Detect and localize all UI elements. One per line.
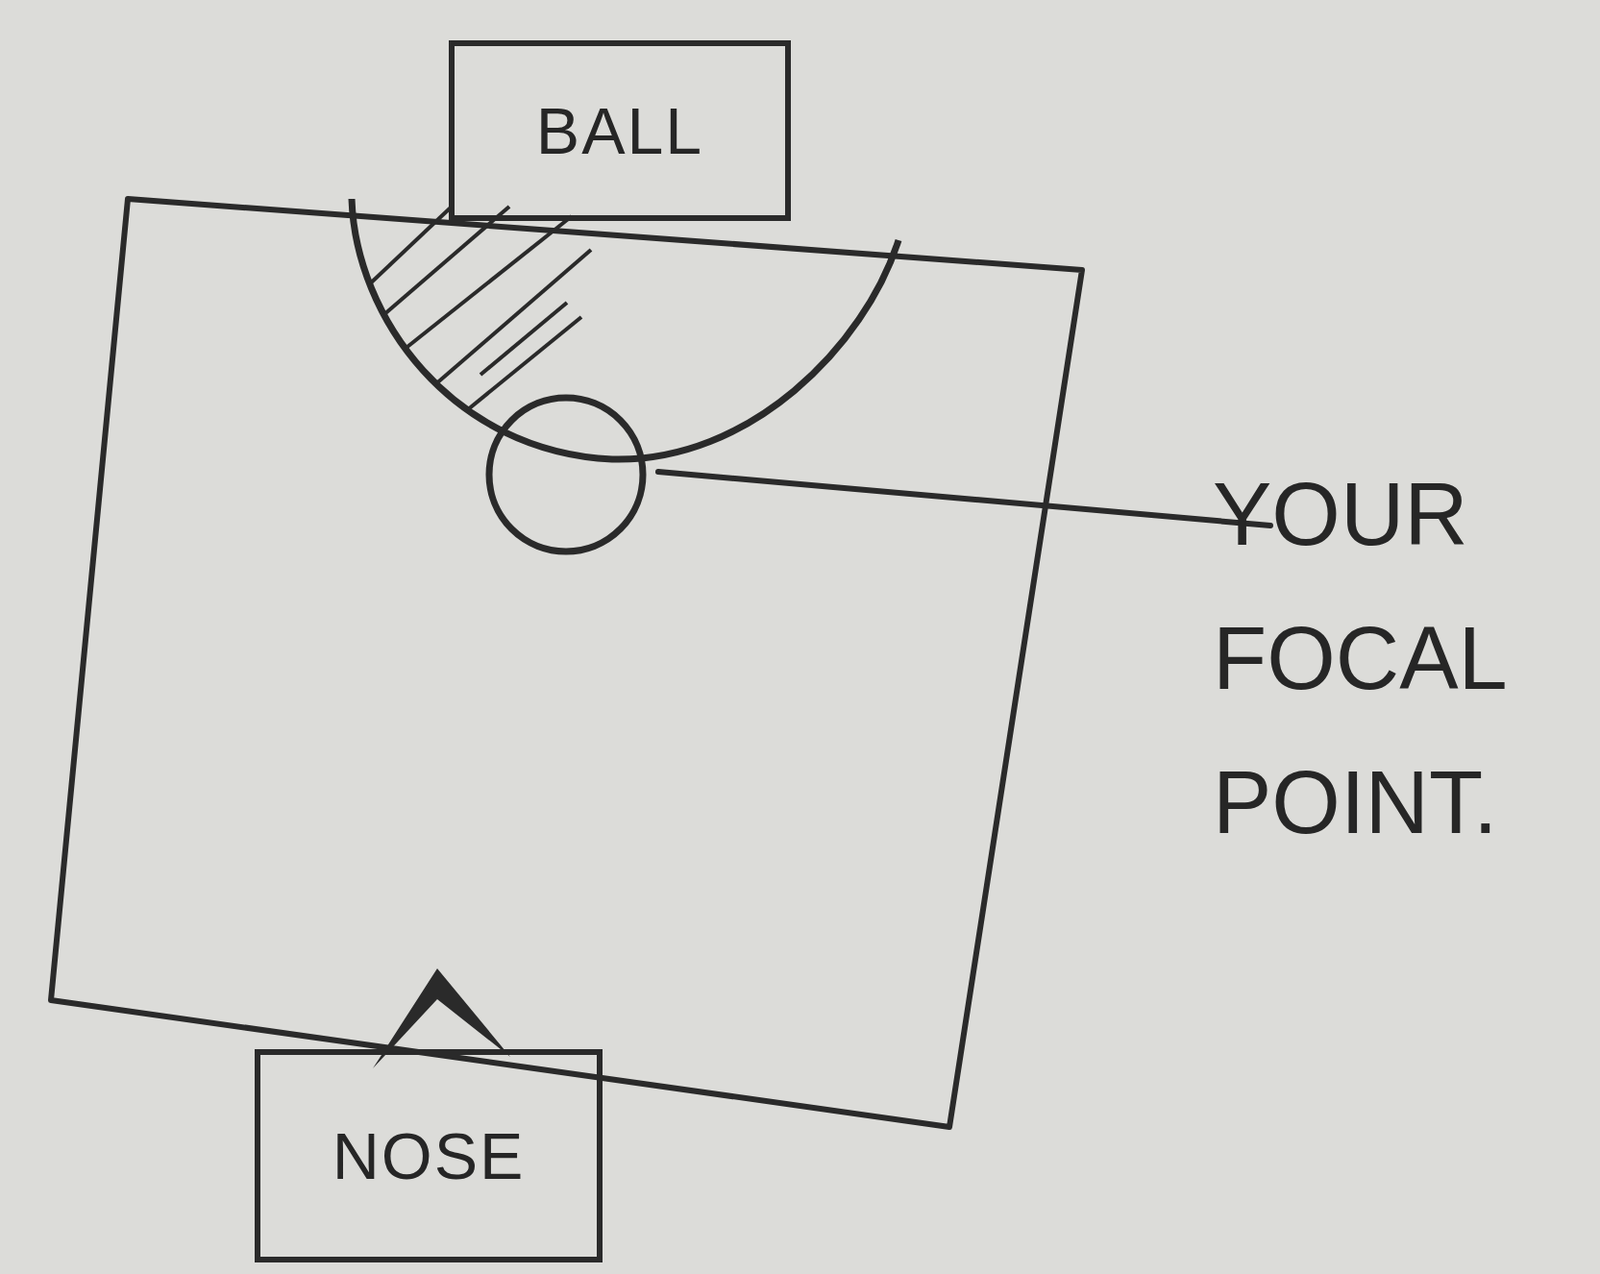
focal-circle [489, 397, 643, 552]
box-label: BALL [536, 93, 704, 169]
view-arc [351, 198, 899, 460]
leader-line [658, 471, 1271, 526]
box-label: NOSE [332, 1118, 526, 1194]
nose-box: NOSE [254, 1049, 603, 1263]
hatching [365, 206, 591, 423]
callout-label: YOUR FOCAL POINT. [1212, 442, 1598, 875]
ball-box: BALL [448, 40, 791, 222]
field-outline [50, 198, 1083, 1128]
